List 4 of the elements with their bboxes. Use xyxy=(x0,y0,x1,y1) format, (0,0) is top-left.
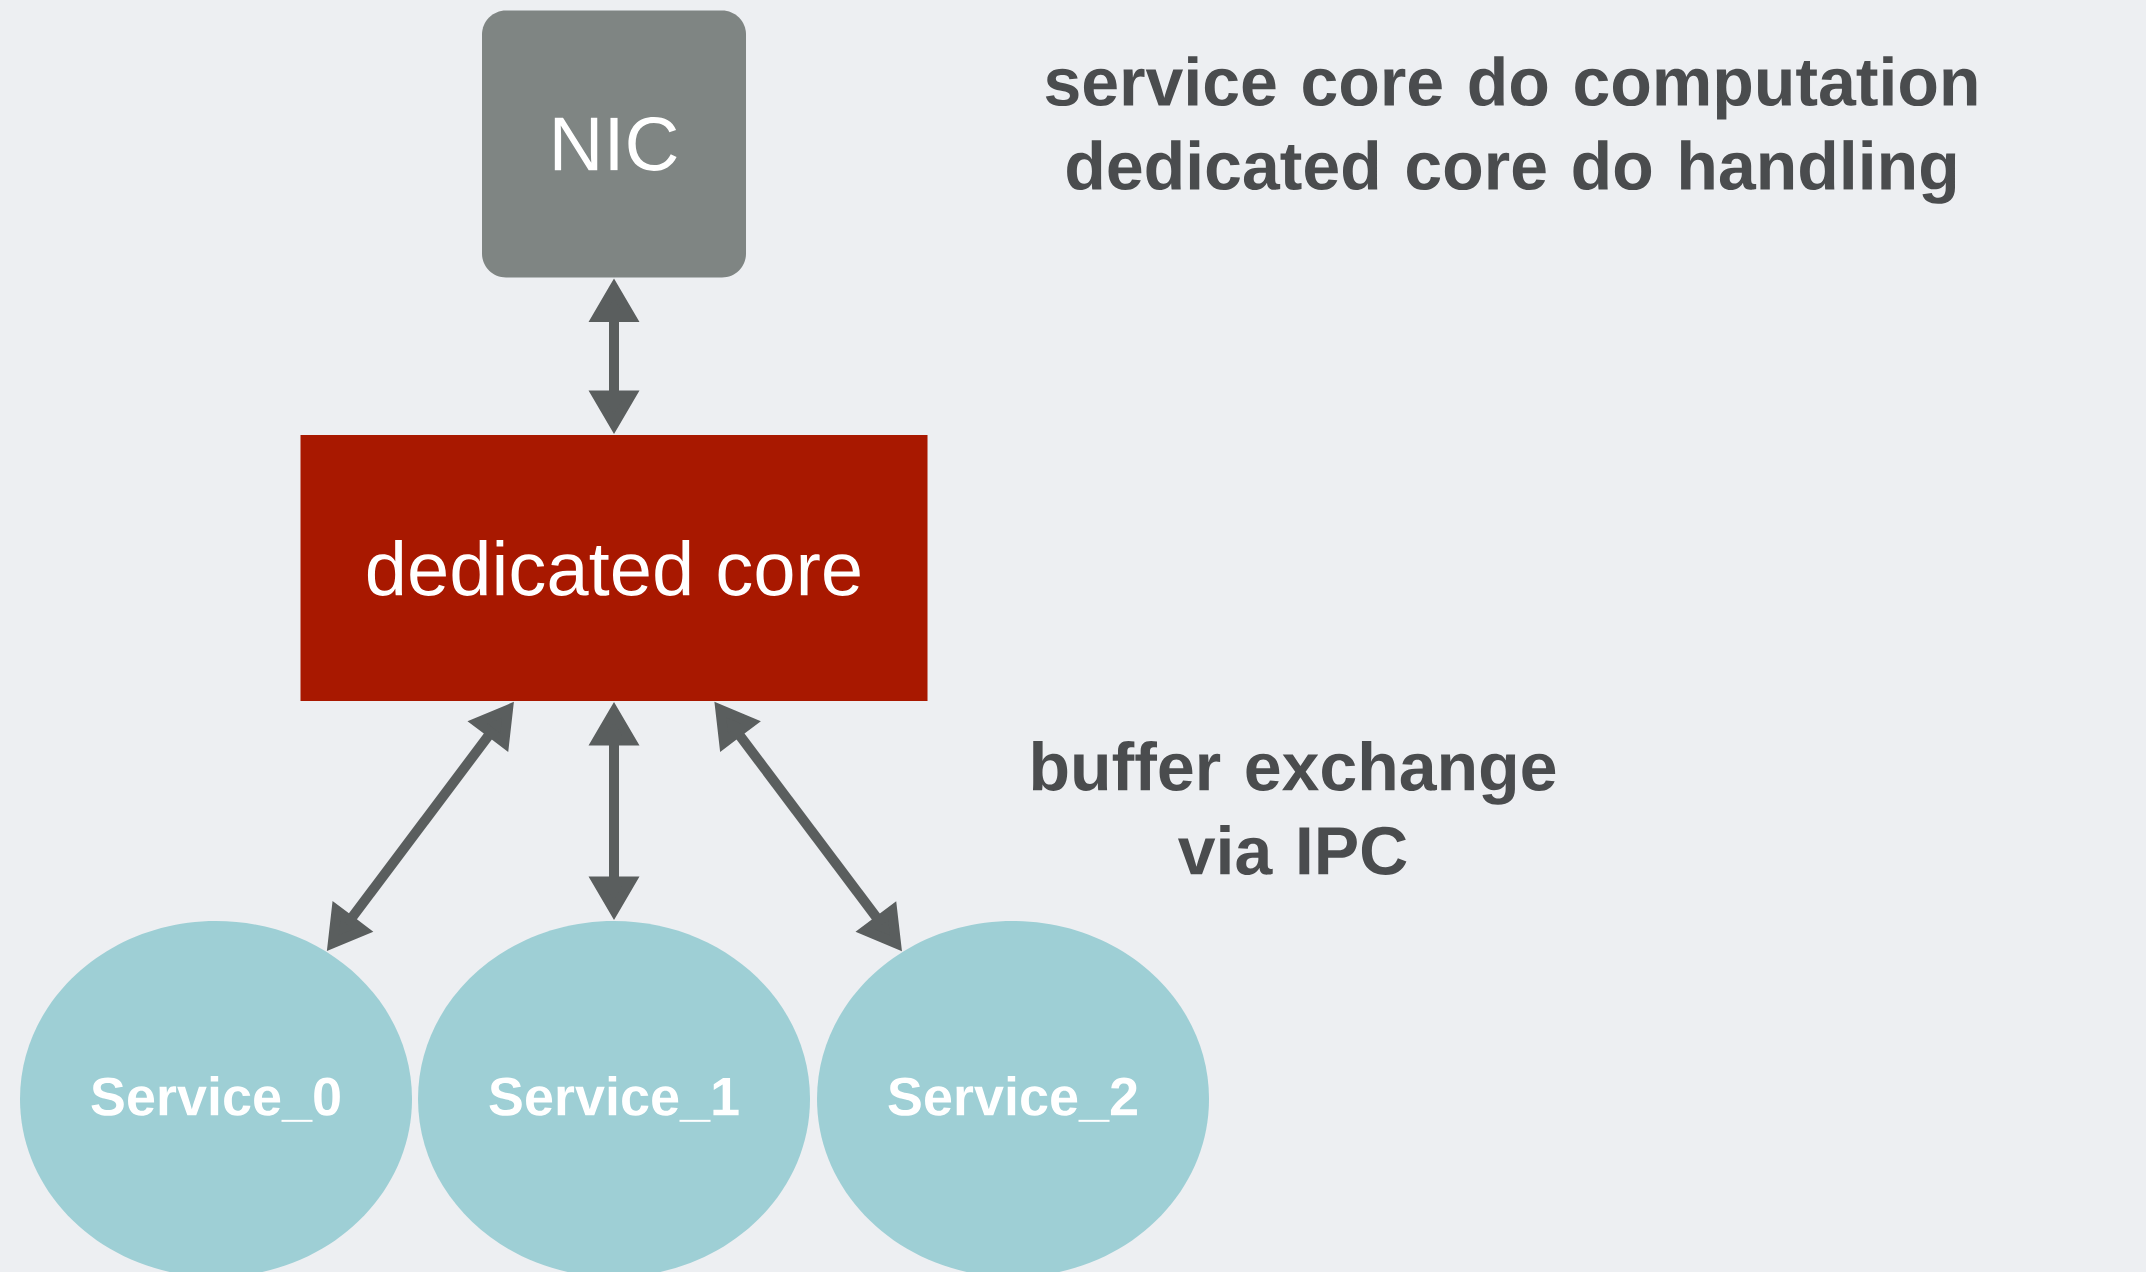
core-box: dedicated core xyxy=(300,435,928,701)
note-text: service core do computation dedicated core do handling xyxy=(1045,56,1977,204)
device-box: NIC xyxy=(482,10,746,278)
note-text: buffer exchange via IPC xyxy=(1033,741,1556,875)
